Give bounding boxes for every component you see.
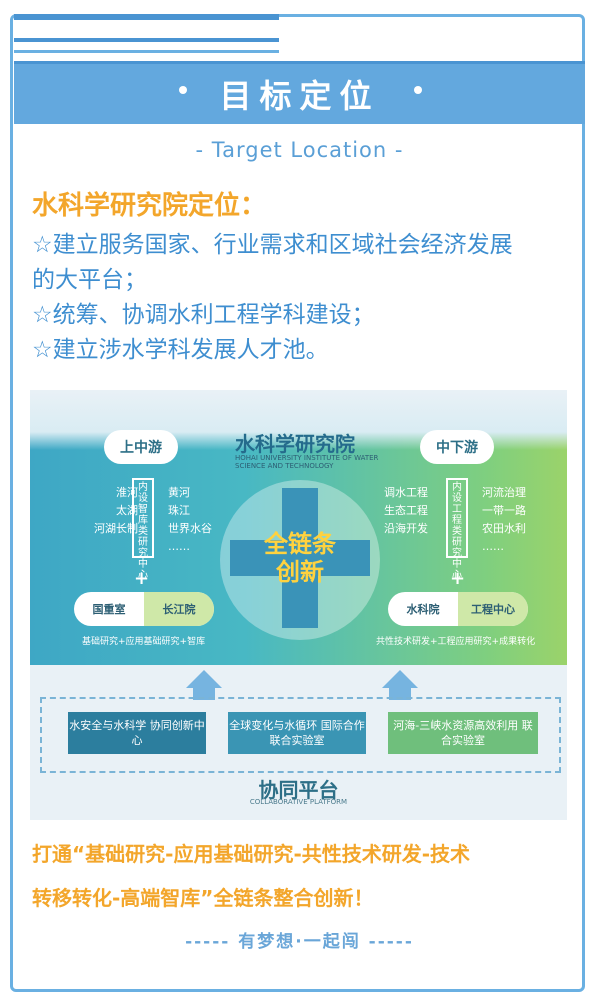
oval-right-label: 长江院 [144,592,214,626]
list-item: …… [168,540,190,553]
intro-line: ☆建立服务国家、行业需求和区域社会经济发展 [32,232,513,258]
up-arrow-shaft [193,686,215,700]
top-decor-bar [14,14,279,20]
collab-subtitle: COLLABORATIVE PLATFORM [249,798,348,806]
list-item: 沿海开发 [384,522,428,535]
institute-diagram: 水科学研究院 HOHAI UNIVERSITY INSTITUTE OF WAT… [30,390,567,820]
list-item: 珠江 [168,504,190,517]
right-vertical-label: 内设工程类研究中心 [446,478,468,581]
platform-dashed-box [40,697,561,773]
platform-box: 河海-三峡水资源高效利用 联合实验室 [388,712,538,754]
diagram-subtitle: HOHAI UNIVERSITY INSTITUTE OF WATER SCIE… [235,454,379,470]
left-oval: 国重室 长江院 [74,592,214,626]
list-item: 一带一路 [482,504,526,517]
decor-line-1 [14,38,279,42]
center-label-line: 全链条 [264,530,336,558]
list-item: 河湖长制 [94,522,138,535]
right-oval: 水科院 工程中心 [388,592,528,626]
platform-box: 水安全与水科学 协同创新中心 [68,712,206,754]
list-item: 黄河 [168,486,190,499]
right-col1: 调水工程 生态工程 沿海开发 [384,484,428,538]
motto: ----- 有梦想·一起闯 ----- [185,932,414,952]
plus-icon: + [134,568,150,589]
intro-line: 的大平台； [32,267,147,293]
banner-dot-left [179,86,187,94]
downstream-pill: 中下游 [420,430,494,464]
oval-left-label: 国重室 [92,603,126,616]
center-label-line: 创新 [276,558,324,586]
platform-box: 全球变化与水循环 国际合作联合实验室 [228,712,366,754]
list-item: 生态工程 [384,504,428,517]
list-item: 调水工程 [384,486,428,499]
summary-line: 转移转化-高端智库”全链条整合创新！ [32,886,374,910]
banner-dot-right [414,86,422,94]
left-col1: 淮河 太湖 河湖长制 [88,484,138,538]
up-arrow-icon [186,670,222,688]
list-item: 太湖 [116,504,138,517]
decor-line-2 [14,50,279,53]
up-arrow-icon [382,670,418,688]
intro-line: ☆统筹、协调水利工程学科建设； [32,302,375,328]
up-arrow-shaft [389,686,411,700]
plus-icon: + [450,568,466,589]
intro-heading: 水科学研究院定位： [32,191,267,221]
left-footnote: 基础研究+应用基础研究+智库 [82,637,206,647]
title-banner: 目标定位 [14,61,585,124]
left-vertical-label: 内设智库类研究中心 [132,478,154,581]
center-label: 全链条 创新 [240,530,360,586]
left-col2: 黄河 珠江 世界水谷 …… [168,484,212,556]
list-item: 淮河 [116,486,138,499]
subtitle: - Target Location - [195,138,404,162]
upstream-pill: 上中游 [104,430,178,464]
list-item: 世界水谷 [168,522,212,535]
banner-title: 目标定位 [219,77,380,115]
right-col2: 河流治理 一带一路 农田水利 …… [482,484,526,556]
list-item: 河流治理 [482,486,526,499]
page-frame [10,14,585,992]
summary-line: 打通“基础研究-应用基础研究-共性技术研发-技术 [32,842,471,866]
list-item: …… [482,540,504,553]
oval-left-label: 水科院 [406,603,440,616]
collab-title: 协同平台 [258,778,339,802]
oval-right-label: 工程中心 [458,592,528,626]
diagram-title: 水科学研究院 [235,432,355,456]
list-item: 农田水利 [482,522,526,535]
intro-line: ☆建立涉水学科发展人才池。 [32,337,329,363]
center-cross-horizontal [230,540,370,576]
right-footnote: 共性技术研发+工程应用研究+成果转化 [376,637,536,647]
